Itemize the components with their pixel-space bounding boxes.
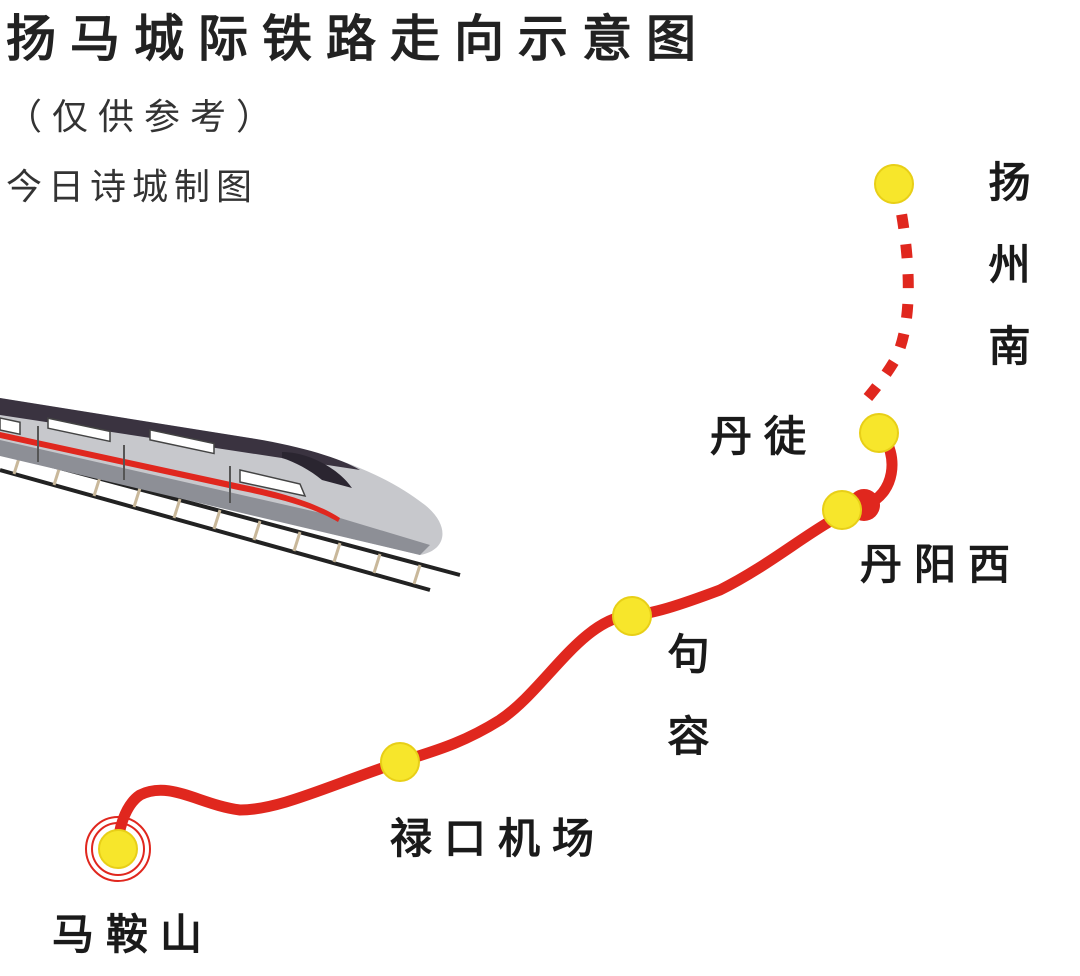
station-label-lukou-airport: 禄口机场: [390, 814, 607, 863]
route-line: [112, 426, 898, 854]
station-label-dantu: 丹徒: [710, 412, 819, 461]
station-marker-danyangxi[interactable]: [822, 490, 862, 530]
map-credit: 今日诗城制图: [6, 167, 259, 208]
map-subtitle: （仅供参考）: [6, 97, 283, 138]
station-marker-maanshan[interactable]: [98, 829, 138, 869]
high-speed-train-icon: [0, 398, 461, 592]
station-label-yangzhounan: 扬州南: [982, 160, 1031, 406]
station-marker-dantu[interactable]: [859, 413, 899, 453]
station-label-jurong: 句容: [661, 632, 710, 796]
station-label-danyangxi: 丹阳西: [860, 540, 1023, 589]
station-marker-yangzhounan[interactable]: [874, 164, 914, 204]
map-title: 扬马城际铁路走向示意图: [6, 10, 710, 68]
station-label-maanshan: 马鞍山: [52, 910, 215, 959]
station-marker-jurong[interactable]: [612, 596, 652, 636]
terminal-ring-inner: [91, 822, 145, 876]
station-marker-lukou-airport[interactable]: [380, 742, 420, 782]
route-segment-planned: [853, 183, 914, 414]
terminal-ring-icon: [85, 816, 151, 882]
